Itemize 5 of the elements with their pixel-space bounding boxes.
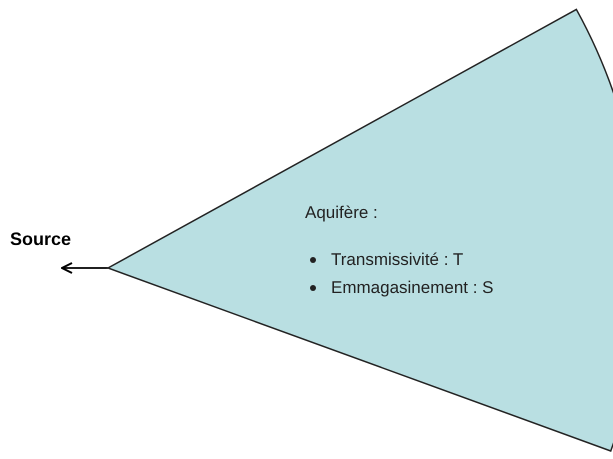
source-label: Source xyxy=(10,229,72,249)
list-item: Transmissivité : T xyxy=(331,250,464,270)
arrow xyxy=(61,262,108,274)
list-item: Emmagasinement : S xyxy=(331,278,494,298)
heading: Aquifère : xyxy=(305,203,378,223)
